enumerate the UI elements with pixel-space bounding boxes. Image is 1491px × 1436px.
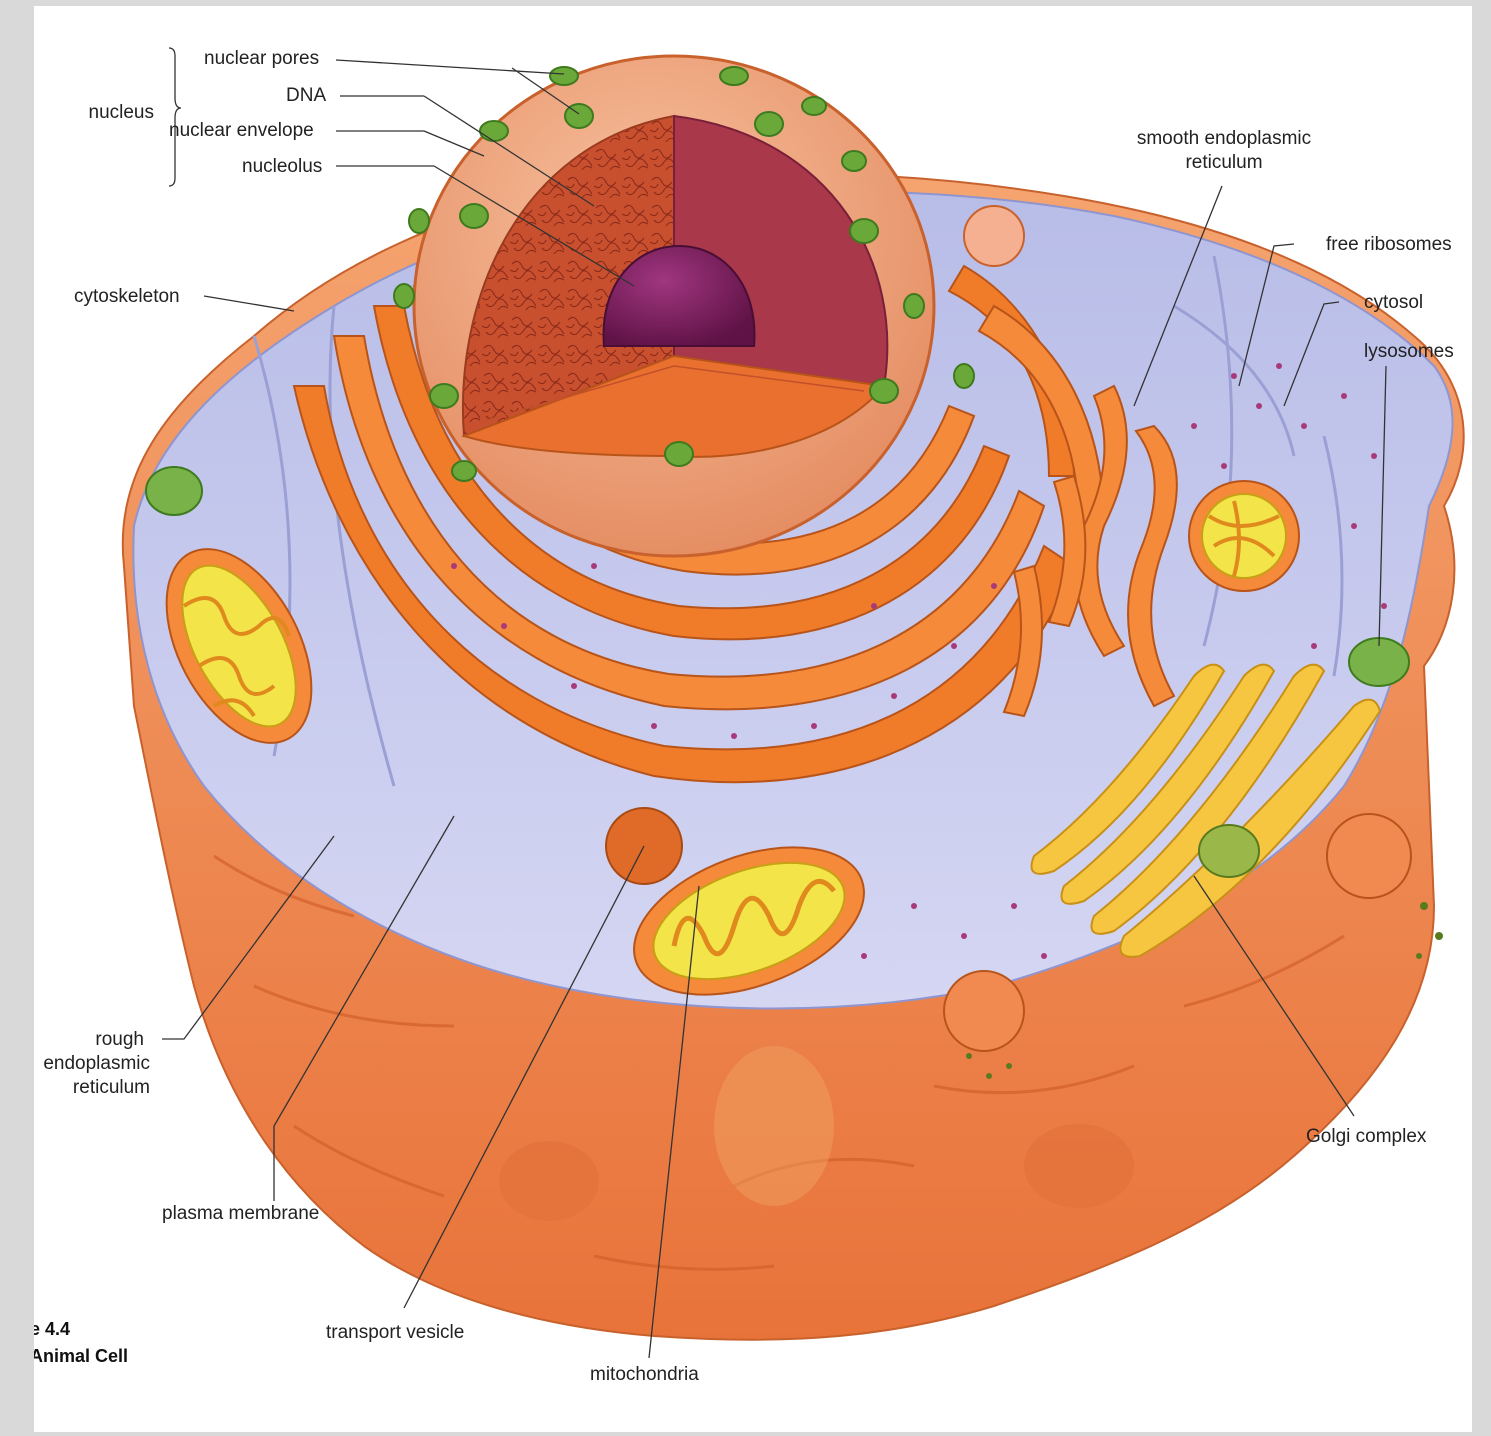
label-nuclear-pores: nuclear pores [204,48,319,70]
label-golgi-complex: Golgi complex [1306,1126,1426,1148]
mitochondrion-right-shape [1189,481,1299,591]
label-transport-vesicle: transport vesicle [326,1322,464,1344]
label-free-ribosomes: free ribosomes [1326,234,1452,256]
label-lysosomes: lysosomes [1364,341,1454,363]
label-dna: DNA [286,85,326,107]
figure-title: Animal Cell [34,1346,128,1367]
label-mitochondria: mitochondria [590,1364,699,1386]
label-plasma-membrane: plasma membrane [162,1203,319,1225]
label-nucleolus: nucleolus [242,156,322,178]
figure-page: nucleus nuclear pores DNA nuclear envelo… [34,6,1472,1432]
figure-number: e 4.4 [34,1319,70,1340]
label-cytosol: cytosol [1364,292,1423,314]
label-rough-er-line2: endoplasmic [34,1053,150,1075]
label-cytoskeleton: cytoskeleton [74,286,180,308]
label-nucleus: nucleus [64,102,154,124]
label-smooth-er-line2: reticulum [1114,152,1334,174]
label-rough-er-line1: rough [34,1029,144,1051]
label-smooth-er-line1: smooth endoplasmic [1114,128,1334,150]
label-nuclear-envelope: nuclear envelope [169,120,314,142]
label-rough-er-line3: reticulum [34,1077,150,1099]
